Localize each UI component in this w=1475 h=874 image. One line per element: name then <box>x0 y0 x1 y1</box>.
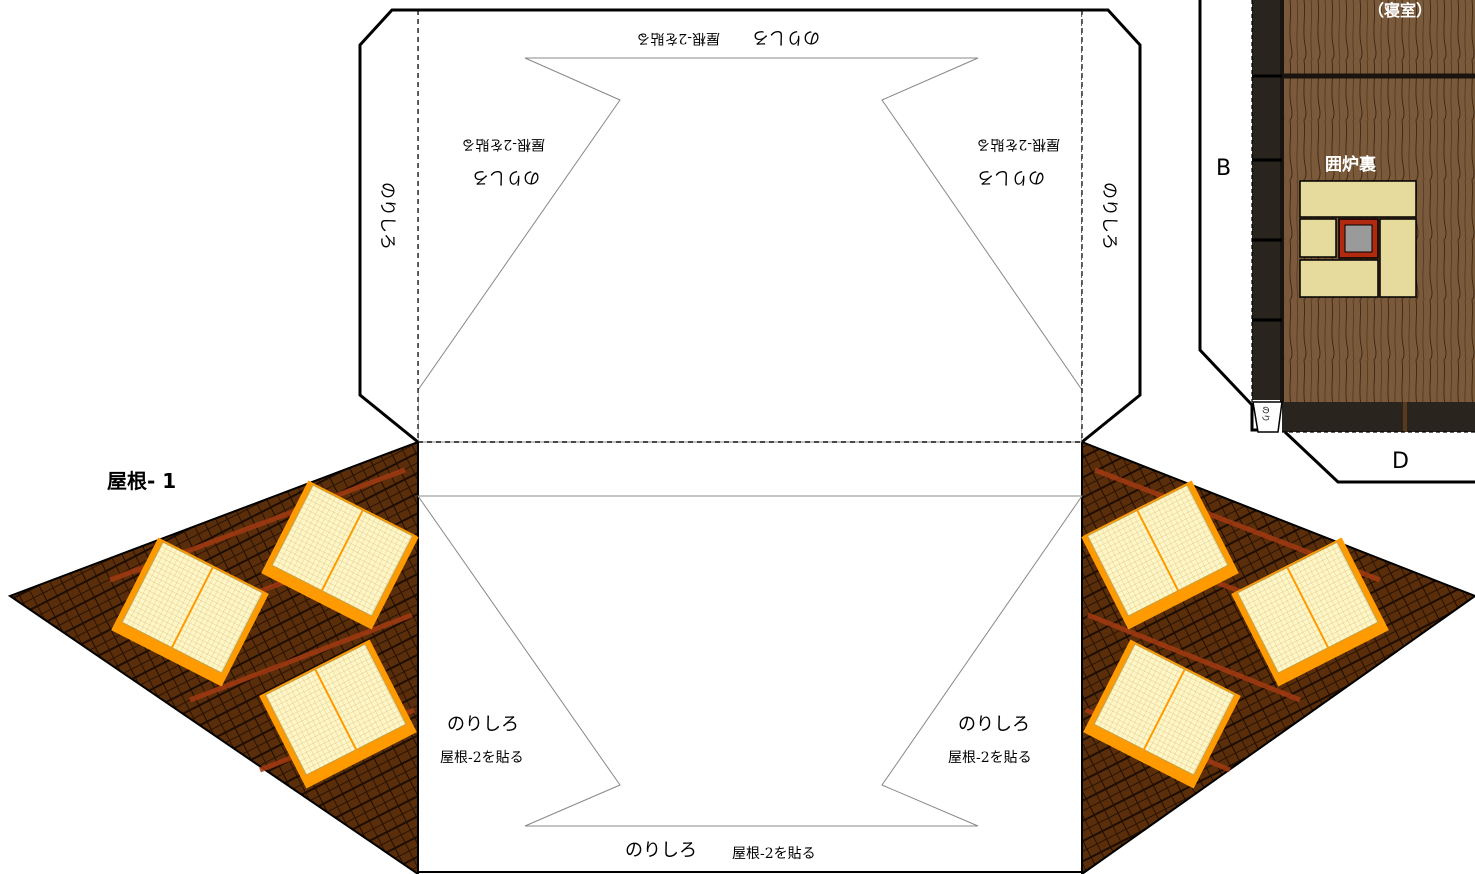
paste-label-bottom: 屋根-2を貼る <box>732 846 816 862</box>
hearth-label: 囲炉裏 <box>1325 154 1377 175</box>
glue-label-top: のりしろ <box>752 27 820 47</box>
roof-right-panel <box>1080 440 1475 874</box>
top-flap <box>417 8 1083 443</box>
paste-label-top: 屋根-2を貼る <box>636 30 720 46</box>
left-glue-tab <box>358 8 419 444</box>
paste-label-bottomright: 屋根-2を貼る <box>948 750 1032 766</box>
paste-label-topright: 屋根-2を貼る <box>976 136 1060 152</box>
floor-plan-fragment <box>1198 0 1475 484</box>
glue-label-bottom: のりしろ <box>625 840 697 861</box>
roof-left-panel <box>7 440 420 874</box>
glue-label-sideleft: のりしろ <box>377 182 397 250</box>
letter-d: D <box>1392 449 1409 474</box>
right-glue-tab <box>1081 8 1142 444</box>
glue-label-bottomright: のりしろ <box>958 714 1030 735</box>
bedroom-label: （寝室） <box>1368 1 1432 20</box>
glue-label-topleft: のりしろ <box>472 167 540 187</box>
roof-title: 屋根- 1 <box>107 469 176 493</box>
letter-b: B <box>1216 156 1231 181</box>
paste-label-bottomleft: 屋根-2を貼る <box>440 750 524 766</box>
small-glue-label: のり <box>1261 406 1270 422</box>
paste-label-topleft: 屋根-2を貼る <box>461 136 545 152</box>
bottom-label-group: のりしろ 屋根-2を貼る のりしろ 屋根-2を貼る のりしろ 屋根-2を貼る <box>440 714 1032 862</box>
glue-label-topright: のりしろ <box>977 167 1045 187</box>
top-label-group: のりしろ 屋根-2を貼る のりしろ 屋根-2を貼る のりしろ 屋根-2を貼る の… <box>377 27 1119 250</box>
hearth-tatami <box>1299 180 1417 298</box>
glue-label-bottomleft: のりしろ <box>447 714 519 735</box>
bottom-panel <box>417 495 1083 873</box>
glue-label-sideright: のりしろ <box>1099 182 1119 250</box>
